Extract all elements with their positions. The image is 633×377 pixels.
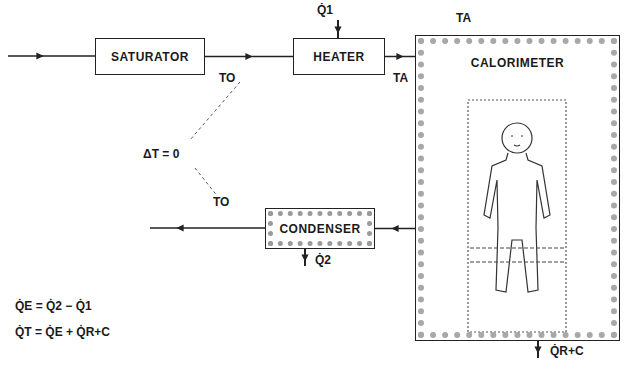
equation: Q̇E = Q̇2 − Q̇1: [14, 300, 93, 313]
calorimeter-chamber: CALORIMETER: [415, 35, 620, 341]
symbol-label: TA: [455, 12, 472, 25]
equation: Q̇T = Q̇E + Q̇R+C: [14, 326, 111, 339]
flow-arrow: [205, 56, 293, 58]
inlet-line: [8, 55, 95, 57]
flow-arrow: [385, 56, 415, 58]
symbol-label: Q̇2: [314, 254, 332, 267]
process-box: SATURATOR: [95, 38, 205, 75]
box-label: CALORIMETER: [416, 56, 619, 70]
symbol-label: TO: [218, 72, 236, 85]
infant-figure: [468, 100, 566, 332]
symbol-label: TO: [212, 196, 230, 209]
flow-arrow: [375, 228, 415, 230]
symbol-label: Q̇R+C: [549, 345, 585, 358]
symbol-label: Q̇1: [316, 4, 334, 17]
heat-arrow: [337, 20, 339, 38]
symbol-label: ΔT = 0: [142, 148, 180, 161]
symbol-label: TA: [392, 72, 409, 85]
box-label: HEATER: [313, 50, 364, 64]
heat-arrow: [537, 341, 539, 358]
box-label: SATURATOR: [111, 50, 189, 64]
outlet-line: [150, 227, 265, 229]
heat-arrow: [304, 249, 306, 266]
process-box: CONDENSER: [265, 208, 375, 249]
box-label: CONDENSER: [279, 222, 360, 236]
dashed-leader: [190, 82, 240, 140]
process-box: HEATER: [293, 38, 385, 75]
